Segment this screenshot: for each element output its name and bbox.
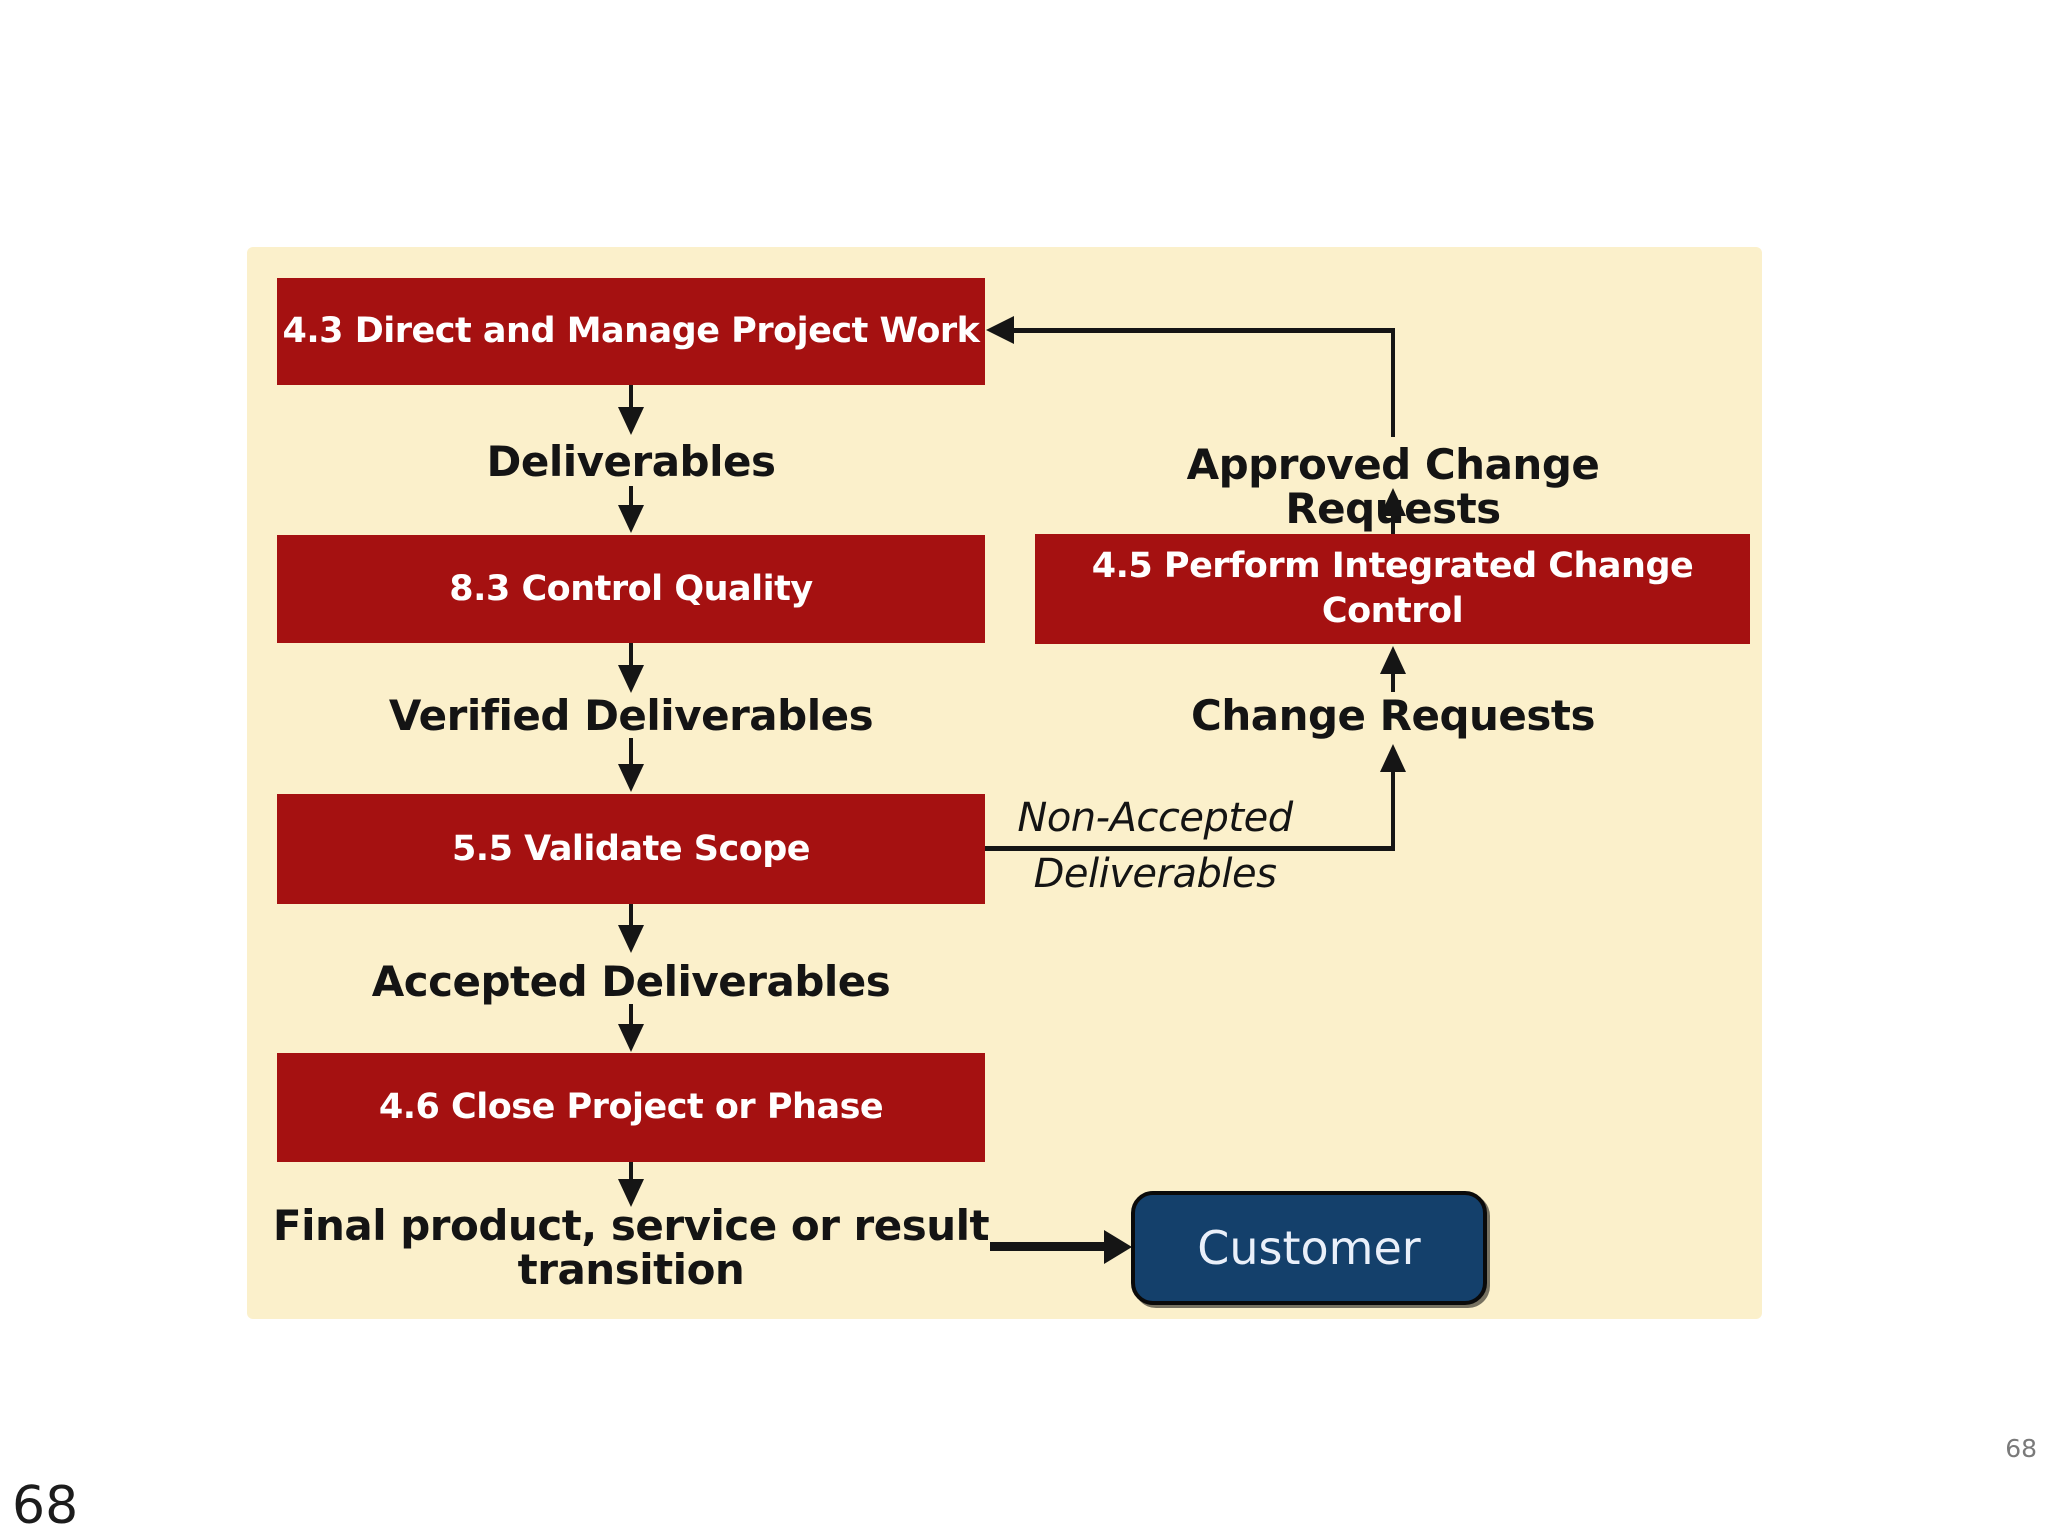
arrow-46-to-final-stem <box>629 1162 633 1179</box>
arrow-83-to-verified-stem <box>629 643 633 665</box>
arrow-head-right-icon <box>1104 1230 1132 1264</box>
customer-box-label: Customer <box>1197 1221 1421 1275</box>
arrow-45-to-approved-stem <box>1391 514 1395 534</box>
process-box-control-quality-label: 8.3 Control Quality <box>449 568 813 609</box>
page-number-bottom-right: 68 <box>2005 1434 2037 1463</box>
process-box-perform-icc: 4.5 Perform Integrated Change Control <box>1035 534 1750 644</box>
process-box-validate-scope-label: 5.5 Validate Scope <box>451 828 811 869</box>
label-accepted-deliverables: Accepted Deliverables <box>371 957 891 1006</box>
arrow-accepted-to-46-stem <box>629 1004 633 1024</box>
arrow-55-to-accepted-stem <box>629 904 633 925</box>
arrow-head-down-icon <box>618 925 644 953</box>
label-non-accepted-deliverables: Non-Accepted Deliverables <box>1017 795 1293 897</box>
process-box-direct-manage-label: 4.3 Direct and Manage Project Work <box>282 311 980 351</box>
process-box-close-project-label: 4.6 Close Project or Phase <box>378 1087 884 1127</box>
arrow-head-up-icon <box>1380 646 1406 674</box>
customer-box: Customer <box>1131 1191 1487 1305</box>
arrow-43-to-deliverables-stem <box>629 385 633 407</box>
arrow-head-left-icon <box>986 316 1014 344</box>
process-box-validate-scope: 5.5 Validate Scope <box>277 794 985 904</box>
arrow-head-down-icon <box>618 1179 644 1207</box>
arrow-head-down-icon <box>618 407 644 435</box>
arrow-approved-to-43-vline <box>1391 331 1395 437</box>
arrow-final-to-customer-stem <box>990 1242 1104 1251</box>
process-box-perform-icc-label: 4.5 Perform Integrated Change Control <box>1091 546 1694 631</box>
label-verified-deliverables: Verified Deliverables <box>388 691 874 740</box>
arrow-head-down-icon <box>618 665 644 693</box>
label-approved-change-requests: Approved Change Requests <box>1186 440 1600 533</box>
arrow-head-down-icon <box>618 1024 644 1052</box>
process-box-control-quality: 8.3 Control Quality <box>277 535 985 643</box>
process-box-close-project: 4.6 Close Project or Phase <box>277 1053 985 1162</box>
arrow-head-down-icon <box>618 764 644 792</box>
arrow-head-up-icon <box>1380 744 1406 772</box>
arrow-deliverables-to-83-stem <box>629 486 633 505</box>
arrow-55-to-changereq-hline <box>985 846 1395 851</box>
label-deliverables: Deliverables <box>486 437 776 486</box>
arrow-verified-to-55-stem <box>629 738 633 764</box>
arrow-head-up-icon <box>1380 488 1406 516</box>
arrow-head-down-icon <box>618 505 644 533</box>
arrow-approved-to-43-hline <box>1012 328 1395 333</box>
label-change-requests: Change Requests <box>1191 691 1596 740</box>
label-final-transition: Final product, service or result transit… <box>272 1201 990 1294</box>
page-number-bottom-left: 68 <box>12 1476 79 1536</box>
process-box-direct-manage: 4.3 Direct and Manage Project Work <box>277 278 985 385</box>
arrow-changereq-to-45-stem <box>1391 672 1395 692</box>
arrow-55-to-changereq-vline <box>1391 770 1395 848</box>
